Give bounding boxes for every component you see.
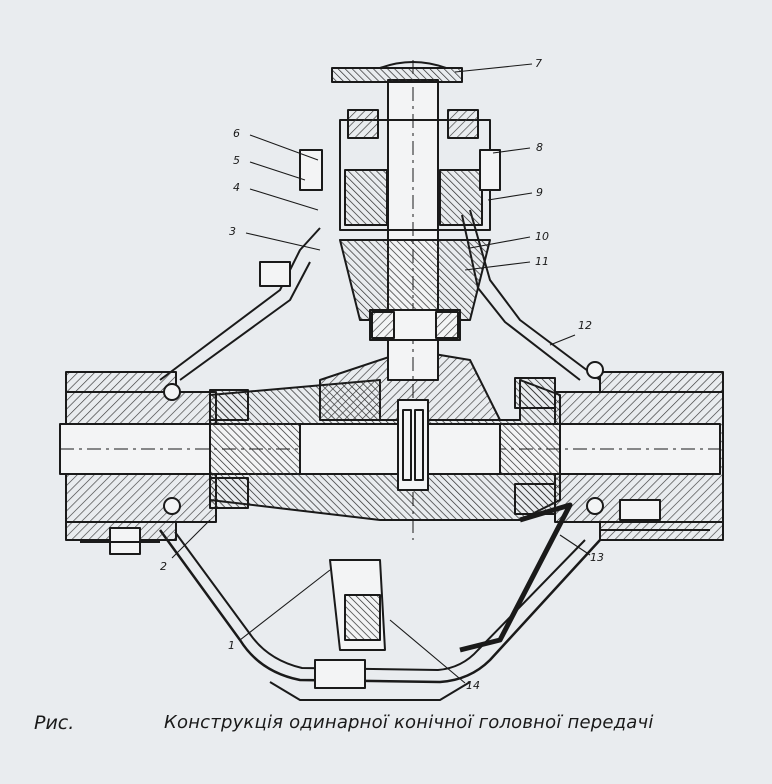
callout-5: 5	[233, 154, 240, 167]
caption-title: Конструкція одинарної конічної головної …	[164, 712, 654, 733]
diff-bearing-right	[514, 377, 556, 409]
housing-casting-left	[159, 227, 321, 381]
callout-10: 10	[535, 230, 549, 243]
callout-6: 6	[233, 127, 240, 140]
drain-plug	[314, 659, 366, 689]
callout-11: 11	[535, 255, 549, 268]
callout-3: 3	[229, 225, 236, 238]
callout-14: 14	[466, 679, 480, 692]
pan-flange	[269, 681, 471, 701]
callout-4: 4	[233, 181, 240, 194]
callout-9: 9	[536, 186, 543, 199]
callout-12: 12	[578, 319, 592, 332]
leader-lines	[171, 63, 591, 684]
callout-13: 13	[590, 551, 604, 564]
drive-bevel-pinion	[339, 239, 491, 321]
seal-right	[459, 502, 573, 653]
callout-2: 2	[160, 560, 167, 573]
caption-prefix: Рис.	[34, 712, 75, 734]
oil-pan	[158, 529, 601, 684]
callout-7: 7	[535, 57, 542, 70]
callout-1: 1	[228, 639, 235, 652]
diff-bearing-left	[209, 389, 249, 421]
callout-8: 8	[536, 141, 543, 154]
input-flange	[331, 67, 463, 83]
